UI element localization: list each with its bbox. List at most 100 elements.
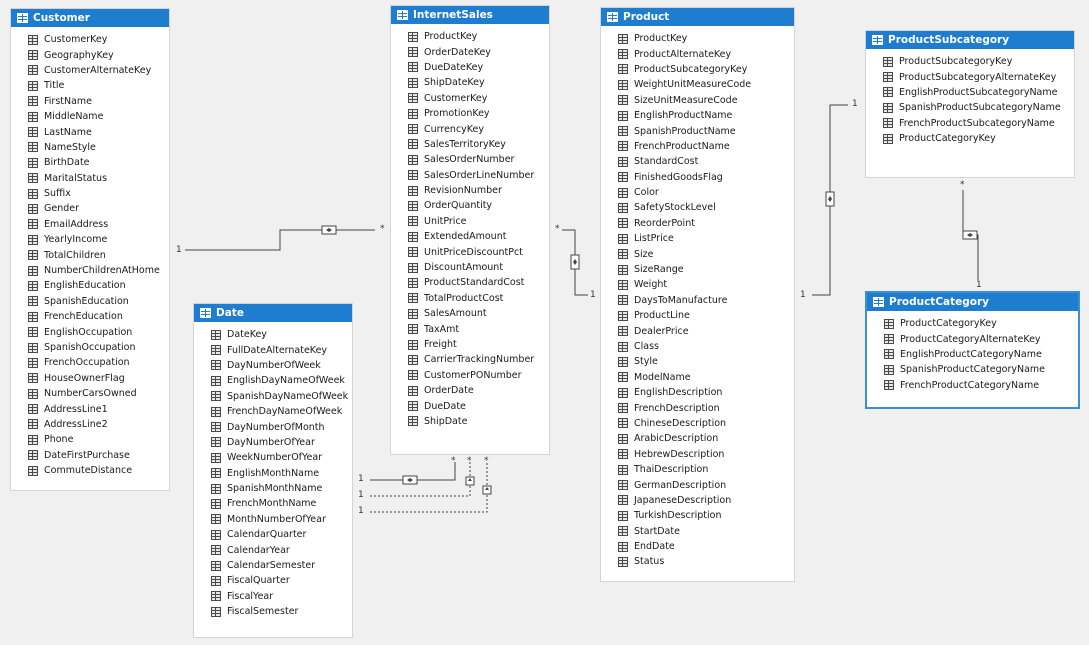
column-row[interactable]: CustomerAlternateKey bbox=[11, 63, 169, 78]
column-row[interactable]: EnglishDayNameOfWeek bbox=[194, 373, 352, 388]
column-row[interactable]: WeightUnitMeasureCode bbox=[601, 77, 794, 92]
column-row[interactable]: SpanishDayNameOfWeek bbox=[194, 389, 352, 404]
column-row[interactable]: DayNumberOfWeek bbox=[194, 358, 352, 373]
rel-subcategory-category[interactable] bbox=[962, 190, 979, 280]
column-row[interactable]: FiscalSemester bbox=[194, 604, 352, 619]
column-row[interactable]: EnglishProductName bbox=[601, 108, 794, 123]
column-row[interactable]: NumberCarsOwned bbox=[11, 386, 169, 401]
column-row[interactable]: DiscountAmount bbox=[391, 260, 549, 275]
column-row[interactable]: SpanishOccupation bbox=[11, 340, 169, 355]
column-row[interactable]: ProductKey bbox=[391, 29, 549, 44]
column-row[interactable]: ShipDate bbox=[391, 414, 549, 429]
column-row[interactable]: FirstName bbox=[11, 94, 169, 109]
column-row[interactable]: DateFirstPurchase bbox=[11, 448, 169, 463]
column-row[interactable]: AddressLine2 bbox=[11, 417, 169, 432]
column-row[interactable]: EnglishOccupation bbox=[11, 324, 169, 339]
column-row[interactable]: FiscalQuarter bbox=[194, 573, 352, 588]
column-row[interactable]: YearlyIncome bbox=[11, 232, 169, 247]
column-row[interactable]: TotalProductCost bbox=[391, 291, 549, 306]
column-row[interactable]: CalendarQuarter bbox=[194, 527, 352, 542]
column-row[interactable]: Size bbox=[601, 246, 794, 261]
column-row[interactable]: ModelName bbox=[601, 370, 794, 385]
column-row[interactable]: FrenchProductSubcategoryName bbox=[866, 116, 1074, 131]
column-row[interactable]: TaxAmt bbox=[391, 321, 549, 336]
column-row[interactable]: NumberChildrenAtHome bbox=[11, 263, 169, 278]
column-row[interactable]: EnglishEducation bbox=[11, 278, 169, 293]
column-row[interactable]: UnitPrice bbox=[391, 214, 549, 229]
column-row[interactable]: ProductCategoryKey bbox=[867, 316, 1078, 331]
column-row[interactable]: CustomerPONumber bbox=[391, 368, 549, 383]
column-row[interactable]: ThaiDescription bbox=[601, 462, 794, 477]
column-row[interactable]: ExtendedAmount bbox=[391, 229, 549, 244]
column-row[interactable]: Color bbox=[601, 185, 794, 200]
column-row[interactable]: EmailAddress bbox=[11, 217, 169, 232]
column-row[interactable]: HebrewDescription bbox=[601, 447, 794, 462]
table-header[interactable]: InternetSales bbox=[391, 6, 549, 24]
column-row[interactable]: ProductSubcategoryAlternateKey bbox=[866, 69, 1074, 84]
column-row[interactable]: SpanishProductName bbox=[601, 123, 794, 138]
column-row[interactable]: CalendarSemester bbox=[194, 558, 352, 573]
column-row[interactable]: StartDate bbox=[601, 524, 794, 539]
column-row[interactable]: EnglishProductCategoryName bbox=[867, 347, 1078, 362]
rel-date-shipdate[interactable] bbox=[370, 462, 492, 513]
column-row[interactable]: Weight bbox=[601, 277, 794, 292]
column-row[interactable]: SalesAmount bbox=[391, 306, 549, 321]
column-row[interactable]: TotalChildren bbox=[11, 247, 169, 262]
column-row[interactable]: FrenchDescription bbox=[601, 400, 794, 415]
column-row[interactable]: FinishedGoodsFlag bbox=[601, 170, 794, 185]
column-row[interactable]: ListPrice bbox=[601, 231, 794, 246]
table-header[interactable]: Date bbox=[194, 304, 352, 322]
column-row[interactable]: CarrierTrackingNumber bbox=[391, 352, 549, 367]
column-row[interactable]: Suffix bbox=[11, 186, 169, 201]
rel-internetsales-product[interactable] bbox=[562, 229, 588, 296]
column-row[interactable]: OrderQuantity bbox=[391, 198, 549, 213]
column-row[interactable]: MonthNumberOfYear bbox=[194, 512, 352, 527]
column-row[interactable]: MaritalStatus bbox=[11, 171, 169, 186]
column-row[interactable]: CustomerKey bbox=[391, 91, 549, 106]
column-row[interactable]: SpanishProductSubcategoryName bbox=[866, 100, 1074, 115]
column-row[interactable]: Class bbox=[601, 339, 794, 354]
column-row[interactable]: Status bbox=[601, 554, 794, 569]
column-row[interactable]: ProductSubcategoryKey bbox=[866, 54, 1074, 69]
column-row[interactable]: DayNumberOfYear bbox=[194, 435, 352, 450]
column-row[interactable]: HouseOwnerFlag bbox=[11, 371, 169, 386]
column-row[interactable]: EnglishProductSubcategoryName bbox=[866, 85, 1074, 100]
column-row[interactable]: SizeRange bbox=[601, 262, 794, 277]
column-row[interactable]: ProductAlternateKey bbox=[601, 46, 794, 61]
column-row[interactable]: CustomerKey bbox=[11, 32, 169, 47]
table-productsubcategory[interactable]: ProductSubcategory ProductSubcategoryKey… bbox=[865, 30, 1075, 178]
column-row[interactable]: ReorderPoint bbox=[601, 216, 794, 231]
column-row[interactable]: PromotionKey bbox=[391, 106, 549, 121]
column-row[interactable]: ProductStandardCost bbox=[391, 275, 549, 290]
column-row[interactable]: ProductLine bbox=[601, 308, 794, 323]
column-row[interactable]: CalendarYear bbox=[194, 542, 352, 557]
column-row[interactable]: FrenchMonthName bbox=[194, 496, 352, 511]
column-row[interactable]: Style bbox=[601, 354, 794, 369]
column-row[interactable]: ProductKey bbox=[601, 31, 794, 46]
column-row[interactable]: DueDate bbox=[391, 398, 549, 413]
column-row[interactable]: OrderDateKey bbox=[391, 44, 549, 59]
column-row[interactable]: TurkishDescription bbox=[601, 508, 794, 523]
rel-date-orderdate[interactable] bbox=[370, 462, 456, 485]
table-header[interactable]: Customer bbox=[11, 9, 169, 27]
column-row[interactable]: ShipDateKey bbox=[391, 75, 549, 90]
column-row[interactable]: ProductCategoryAlternateKey bbox=[867, 331, 1078, 346]
rel-product-subcategory[interactable] bbox=[812, 104, 848, 296]
column-row[interactable]: ArabicDescription bbox=[601, 431, 794, 446]
column-row[interactable]: FiscalYear bbox=[194, 589, 352, 604]
column-row[interactable]: BirthDate bbox=[11, 155, 169, 170]
column-row[interactable]: FullDateAlternateKey bbox=[194, 342, 352, 357]
column-row[interactable]: RevisionNumber bbox=[391, 183, 549, 198]
table-header[interactable]: ProductSubcategory bbox=[866, 31, 1074, 49]
column-row[interactable]: DayNumberOfMonth bbox=[194, 419, 352, 434]
column-row[interactable]: FrenchDayNameOfWeek bbox=[194, 404, 352, 419]
column-row[interactable]: Phone bbox=[11, 432, 169, 447]
rel-date-duedate[interactable] bbox=[370, 462, 475, 497]
column-row[interactable]: ProductSubcategoryKey bbox=[601, 62, 794, 77]
column-row[interactable]: NameStyle bbox=[11, 140, 169, 155]
column-row[interactable]: CommuteDistance bbox=[11, 463, 169, 478]
column-row[interactable]: SafetyStockLevel bbox=[601, 200, 794, 215]
